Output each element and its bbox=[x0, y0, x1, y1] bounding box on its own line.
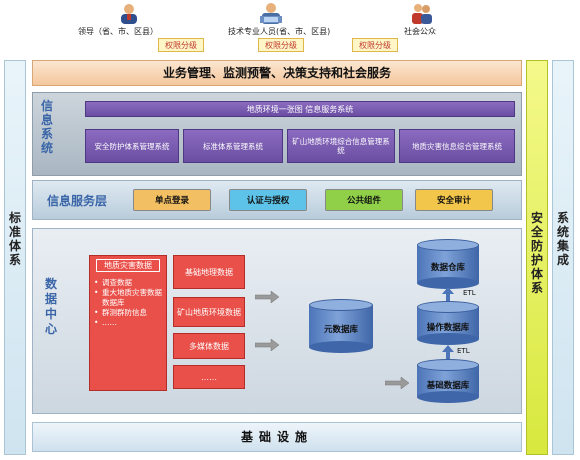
info-system-box-3: 矿山地质环境综合信息管理系统 bbox=[287, 129, 395, 163]
hazard-data-box: 地质灾害数据 调查数据 重大地质灾害数据数据库 群测群防信息 …… bbox=[89, 255, 167, 391]
mine-env-data-box: 矿山地质环境数据 bbox=[173, 297, 245, 327]
tech-user-icon bbox=[258, 2, 282, 24]
standard-system-label: 标准体系 bbox=[9, 211, 22, 267]
safety-protection-bar: 安全防护体系 bbox=[526, 60, 548, 455]
hazard-item: 重大地质灾害数据数据库 bbox=[94, 288, 164, 308]
permission-badge-tech: 权限分级 bbox=[258, 38, 304, 52]
hazard-data-title: 地质灾害数据 bbox=[96, 259, 160, 272]
arrow-right-icon bbox=[255, 291, 279, 303]
permission-badge-public: 权限分级 bbox=[352, 38, 398, 52]
arrow-up-icon bbox=[442, 287, 454, 301]
info-system-panel: 信息系统 地质环境一张图 信息服务系统 安全防护体系管理系统 标准体系管理系统 … bbox=[32, 92, 522, 176]
service-layer-panel: 信息服务层 单点登录 认证与授权 公共组件 安全审计 bbox=[32, 180, 522, 220]
data-warehouse-label: 数据仓库 bbox=[430, 263, 465, 273]
public-label: 社会公众 bbox=[404, 27, 436, 36]
base-database-label: 基础数据库 bbox=[426, 381, 470, 391]
leader-label: 领导（省、市、区县） bbox=[78, 27, 158, 36]
map-service-system-box: 地质环境一张图 信息服务系统 bbox=[85, 101, 515, 117]
info-system-title: 信息系统 bbox=[41, 99, 54, 155]
infrastructure-band: 基础设施 bbox=[32, 422, 522, 452]
operational-database-label: 操作数据库 bbox=[426, 323, 470, 333]
permission-badge-leader: 权限分级 bbox=[158, 38, 204, 52]
system-integration-bar: 系统集成 bbox=[552, 60, 574, 455]
business-services-band: 业务管理、监测预警、决策支持和社会服务 bbox=[32, 60, 522, 86]
hazard-item: …… bbox=[94, 318, 164, 328]
hazard-item: 群测群防信息 bbox=[94, 308, 164, 318]
system-integration-label: 系统集成 bbox=[557, 211, 570, 267]
meta-database-label: 元数据库 bbox=[323, 325, 358, 335]
operational-database-cylinder: 操作数据库 bbox=[417, 301, 479, 345]
service-layer-title: 信息服务层 bbox=[47, 194, 108, 208]
safety-protection-label: 安全防护体系 bbox=[531, 211, 544, 295]
more-data-box: …… bbox=[173, 365, 245, 389]
etl-label-1: ETL bbox=[463, 289, 476, 297]
auth-tag: 认证与授权 bbox=[229, 189, 307, 211]
multimedia-data-box: 多媒体数据 bbox=[173, 333, 245, 359]
info-system-box-1: 安全防护体系管理系统 bbox=[85, 129, 179, 163]
hazard-item: 调查数据 bbox=[94, 278, 164, 288]
base-database-cylinder: 基础数据库 bbox=[417, 359, 479, 403]
security-audit-tag: 安全审计 bbox=[415, 189, 493, 211]
info-system-box-2: 标准体系管理系统 bbox=[183, 129, 283, 163]
common-components-tag: 公共组件 bbox=[325, 189, 403, 211]
data-center-title: 数据中心 bbox=[45, 277, 58, 336]
users-area: 领导（省、市、区县） 权限分级 技术专业人员(省、市、区县) 权限分级 社会公众… bbox=[0, 0, 580, 58]
sso-tag: 单点登录 bbox=[133, 189, 211, 211]
hazard-data-list: 调查数据 重大地质灾害数据数据库 群测群防信息 …… bbox=[94, 278, 164, 328]
info-system-box-4: 地质灾害信息综合管理系统 bbox=[399, 129, 515, 163]
leader-user-icon bbox=[118, 2, 140, 24]
data-warehouse-cylinder: 数据仓库 bbox=[417, 239, 479, 289]
etl-label-2: ETL bbox=[457, 347, 470, 355]
arrow-right-icon bbox=[255, 339, 279, 351]
standard-system-bar: 标准体系 bbox=[4, 60, 26, 455]
base-geo-data-box: 基础地理数据 bbox=[173, 255, 245, 289]
public-user-icon bbox=[410, 2, 432, 24]
tech-label: 技术专业人员(省、市、区县) bbox=[228, 27, 331, 36]
meta-database-cylinder: 元数据库 bbox=[309, 299, 373, 353]
data-center-panel: 数据中心 地质灾害数据 调查数据 重大地质灾害数据数据库 群测群防信息 …… 基… bbox=[32, 228, 522, 414]
arrow-up-icon bbox=[442, 345, 454, 359]
arrow-right-icon bbox=[385, 377, 409, 389]
